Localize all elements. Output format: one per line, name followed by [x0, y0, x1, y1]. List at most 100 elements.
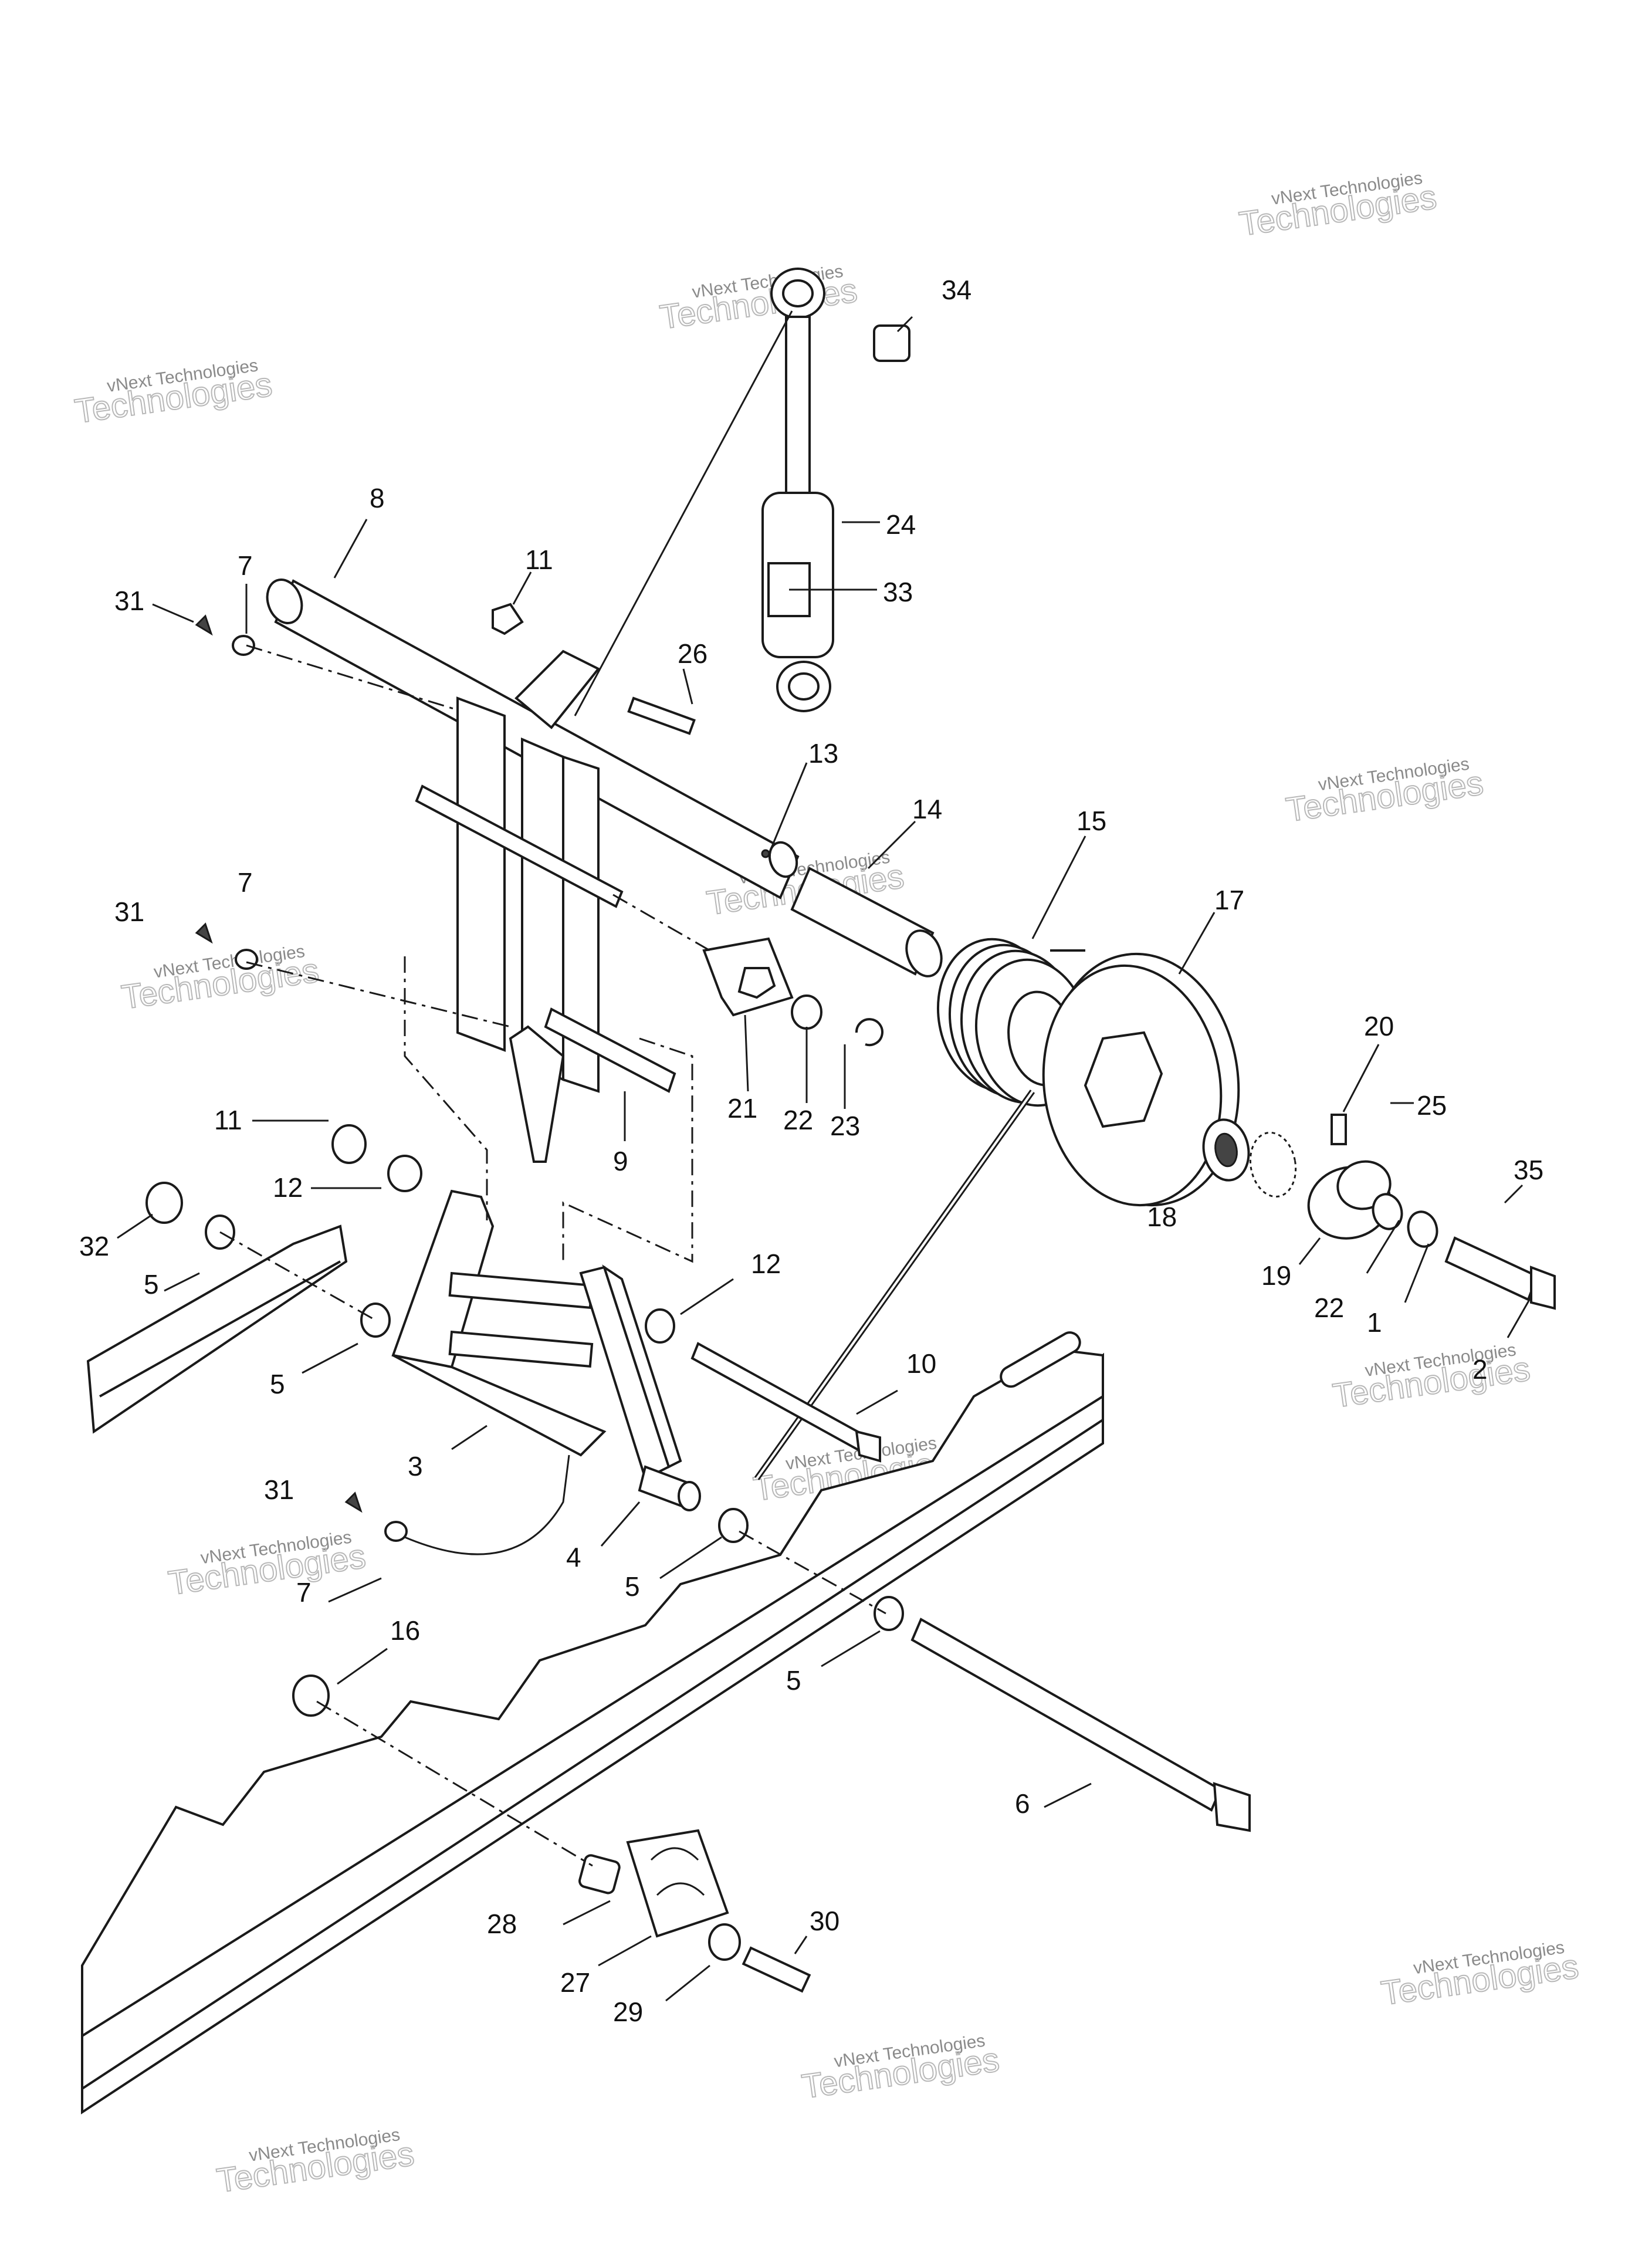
callout-19: 19	[1261, 1260, 1291, 1291]
part-19-spacer	[1307, 1160, 1392, 1240]
part-upper-arm-plates	[456, 696, 600, 1093]
shock-link-line	[574, 310, 793, 716]
part-29-washer	[708, 1923, 741, 1961]
part-13-tube-end	[761, 841, 798, 878]
callout-18: 18	[1147, 1202, 1177, 1232]
part-14-sleeve	[790, 867, 943, 977]
watermark-top-right: vNext Technologies Technologies	[1236, 168, 1439, 244]
alignment-line	[246, 644, 458, 711]
alignment-line	[246, 961, 511, 1028]
callout-labels: 1 2 3 4 5 5 5 5 6 7 7 7 8 9 10 11 11 12 …	[79, 275, 1543, 2027]
callout-11-b: 11	[214, 1105, 242, 1135]
part-30-bolt	[742, 1946, 811, 1993]
watermark-bottom-center: vNext Technologies Technologies	[799, 2031, 1002, 2107]
part-24-shock-absorber	[761, 268, 834, 712]
callout-34: 34	[942, 275, 971, 305]
part-6-rear-bolt	[910, 1618, 1251, 1832]
part-1-washer	[1407, 1210, 1438, 1248]
part-28-bushing	[578, 1854, 621, 1895]
part-34-bushing	[873, 324, 910, 362]
part-8-cross-tube	[266, 579, 800, 899]
grease-line	[404, 1454, 570, 1555]
callout-31-c: 31	[264, 1474, 294, 1505]
part-5-washer-3	[718, 1508, 749, 1543]
alignment-line	[316, 1700, 593, 1867]
part-12-washer-right	[645, 1308, 675, 1344]
watermark-top-center: vNext Technologies Technologies	[657, 262, 860, 337]
part-3-lower-bracket	[391, 1189, 682, 1480]
callout-31-b: 31	[114, 897, 144, 927]
alignment-line	[562, 1037, 693, 1263]
callout-26: 26	[678, 638, 707, 669]
alignment-line	[739, 1530, 886, 1615]
callout-7-a: 7	[238, 550, 253, 581]
callout-8: 8	[370, 483, 385, 513]
callout-15: 15	[1076, 806, 1106, 836]
leader-lines	[117, 316, 1532, 2002]
callout-29: 29	[613, 1997, 643, 2027]
part-10-long-bolt	[690, 1342, 881, 1463]
callout-24: 24	[886, 509, 916, 540]
callout-14: 14	[912, 794, 942, 824]
callout-23: 23	[830, 1111, 860, 1141]
watermark-lower-right: vNext Technologies Technologies	[1330, 1340, 1533, 1416]
alignment-line	[404, 956, 488, 1220]
part-bracket-upper	[514, 649, 601, 729]
callout-25: 25	[1417, 1090, 1447, 1121]
callout-5-a: 5	[144, 1269, 159, 1300]
callout-11-a: 11	[525, 544, 553, 575]
slide-rail-lower	[81, 1331, 1104, 2115]
slide-rail-upper	[86, 1224, 348, 1434]
part-18-bearing	[1202, 1118, 1297, 1198]
callout-1: 1	[1367, 1307, 1382, 1338]
part-22-washer	[791, 994, 822, 1030]
part-4-pivot-tube	[638, 1465, 701, 1511]
callout-13: 13	[808, 738, 838, 769]
part-17-wheel	[1042, 952, 1240, 1207]
part-31-grease-fitting-3	[344, 1491, 408, 1542]
part-20-set-screw	[1331, 1114, 1347, 1145]
part-27-slider-block	[626, 1829, 729, 1938]
callout-22-b: 22	[1314, 1293, 1344, 1323]
part-5-washer-2	[360, 1303, 391, 1338]
part-9-pivot-shaft	[415, 784, 676, 1163]
callout-22-a: 22	[783, 1105, 813, 1135]
watermark-bottom-left: vNext Technologies Technologies	[214, 2125, 417, 2201]
callout-9: 9	[613, 1146, 628, 1176]
callout-7-b: 7	[238, 867, 253, 898]
callout-12-a: 12	[273, 1172, 303, 1203]
callout-35: 35	[1514, 1155, 1543, 1185]
callout-12-b: 12	[751, 1249, 781, 1279]
callout-10: 10	[906, 1348, 936, 1379]
callout-3: 3	[408, 1451, 423, 1481]
callout-27: 27	[560, 1967, 590, 1998]
part-21-cam	[702, 937, 794, 1017]
callout-17: 17	[1214, 885, 1244, 915]
part-11-nut-lower	[331, 1124, 367, 1164]
part-23-circlip	[855, 1018, 883, 1047]
callout-5-b: 5	[270, 1369, 285, 1399]
part-32-nut	[145, 1182, 183, 1224]
part-12-washer-left	[387, 1155, 422, 1192]
callout-28: 28	[487, 1909, 517, 1939]
part-22-washer-right	[1372, 1193, 1403, 1230]
watermark-bottom-right: vNext Technologies Technologies	[1378, 1938, 1581, 2014]
callout-16: 16	[390, 1615, 420, 1646]
callout-20: 20	[1364, 1011, 1394, 1041]
part-2-bolt	[1444, 1236, 1556, 1310]
part-31-grease-fitting-1	[195, 614, 255, 656]
watermark-mid-right: vNext Technologies Technologies	[1283, 755, 1486, 830]
alignment-line	[612, 894, 710, 952]
callout-4: 4	[566, 1542, 581, 1572]
watermark-mid-left: vNext Technologies Technologies	[119, 942, 321, 1017]
part-16-nut	[292, 1674, 330, 1717]
callout-5-c: 5	[625, 1571, 640, 1602]
callout-33: 33	[883, 577, 913, 607]
watermark-lower-left: vNext Technologies Technologies	[165, 1528, 368, 1604]
watermark-top-left: vNext Technologies Technologies	[72, 356, 275, 431]
callout-32: 32	[79, 1231, 109, 1261]
part-26-bolt	[627, 696, 696, 735]
callout-5-d: 5	[786, 1665, 801, 1696]
callout-30: 30	[810, 1906, 839, 1936]
